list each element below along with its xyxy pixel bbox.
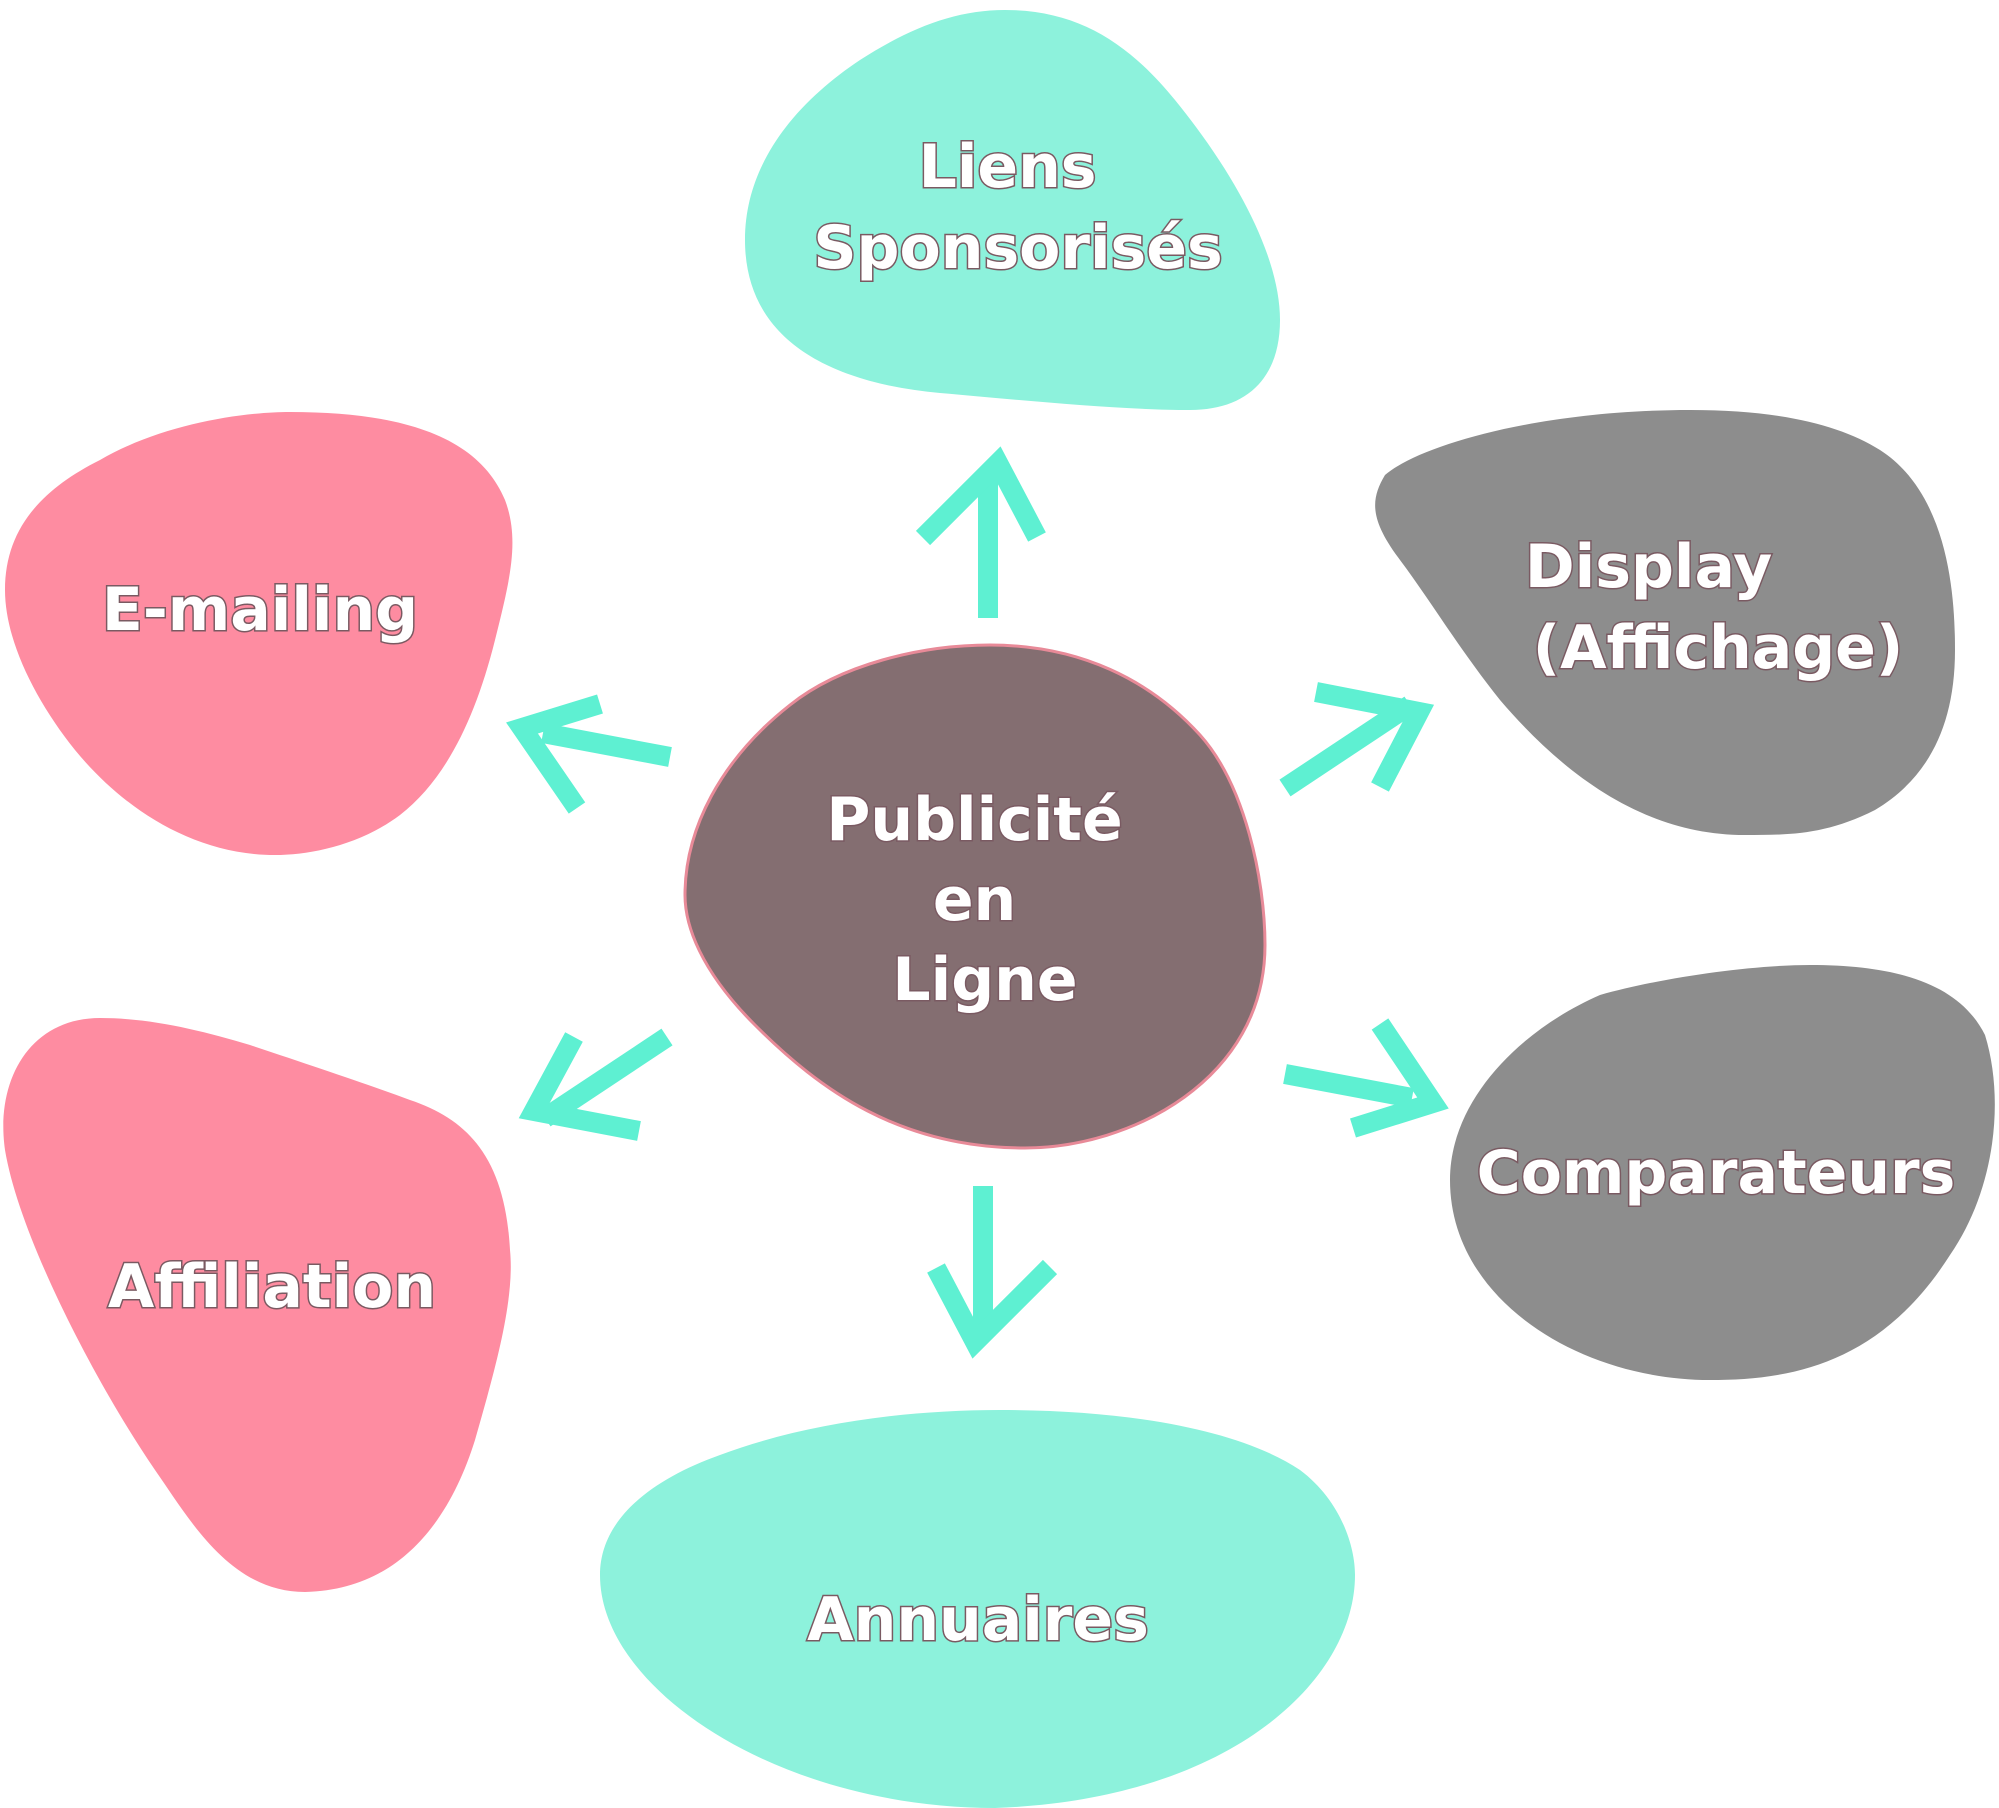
arrow-to-e-mailing	[506, 694, 672, 814]
arrow-to-affiliation-shaft	[539, 1028, 673, 1127]
node-liens-sponsorises-label: Liens Sponsorisés	[813, 132, 1222, 283]
node-affiliation-blob	[3, 1018, 511, 1592]
arrow-to-e-mailing-shaft	[541, 723, 672, 767]
arrow-to-comparateurs	[1283, 1018, 1449, 1138]
node-e-mailing: E-mailing	[5, 412, 513, 855]
arrow-to-display	[1279, 682, 1435, 797]
node-e-mailing-line-1: E-mailing	[102, 575, 418, 645]
arrow-to-liens-sponsorises	[915, 446, 1046, 618]
node-center: Publicité en Ligne	[683, 643, 1267, 1150]
node-annuaires-label: Annuaires	[807, 1585, 1149, 1655]
node-affiliation: Affiliation	[3, 1018, 511, 1592]
node-comparateurs: Comparateurs	[1450, 965, 1995, 1380]
node-comparateurs-line-1: Comparateurs	[1477, 1138, 1956, 1208]
node-display-blob	[1375, 410, 1955, 835]
node-annuaires-blob	[600, 1410, 1355, 1808]
node-display-label: Display (Affichage)	[1525, 532, 1903, 683]
node-center-blob	[683, 643, 1267, 1150]
node-liens-sponsorises: Liens Sponsorisés	[745, 10, 1280, 410]
arrow-to-annuaires	[927, 1186, 1058, 1359]
arrows	[506, 446, 1449, 1359]
node-annuaires: Annuaires	[600, 1410, 1355, 1808]
arrow-to-e-mailing-head	[506, 694, 603, 814]
node-affiliation-label: Affiliation	[108, 1252, 436, 1322]
node-e-mailing-label: E-mailing	[102, 575, 418, 645]
arrow-to-affiliation	[518, 1028, 673, 1141]
node-center-line-3: Ligne	[892, 945, 1077, 1015]
arrow-to-comparateurs-shaft	[1283, 1064, 1414, 1108]
node-display-line-1: Display	[1525, 532, 1772, 602]
node-comparateurs-label: Comparateurs	[1477, 1138, 1956, 1208]
node-liens-sponsorises-line-1: Liens	[919, 132, 1097, 202]
arrow-to-display-head	[1314, 682, 1435, 792]
node-liens-sponsorises-line-2: Sponsorisés	[813, 213, 1222, 283]
node-center-label: Publicité en Ligne	[826, 785, 1143, 1015]
arrow-to-comparateurs-head	[1350, 1018, 1449, 1138]
node-display-line-2: (Affichage)	[1533, 613, 1904, 683]
arrow-to-display-shaft	[1279, 696, 1416, 797]
arrow-to-annuaires-head	[927, 1259, 1058, 1359]
node-liens-sponsorises-blob	[745, 10, 1280, 410]
node-e-mailing-blob	[5, 412, 513, 855]
node-center-line-2: en	[933, 865, 1016, 935]
node-center-line-1: Publicité	[826, 785, 1122, 855]
node-comparateurs-blob	[1450, 965, 1995, 1380]
node-annuaires-line-1: Annuaires	[807, 1585, 1149, 1655]
arrow-to-liens-sponsorises-head	[915, 446, 1046, 546]
node-affiliation-line-1: Affiliation	[108, 1252, 436, 1322]
node-display: Display (Affichage)	[1375, 410, 1955, 835]
arrow-to-affiliation-head	[518, 1032, 641, 1141]
